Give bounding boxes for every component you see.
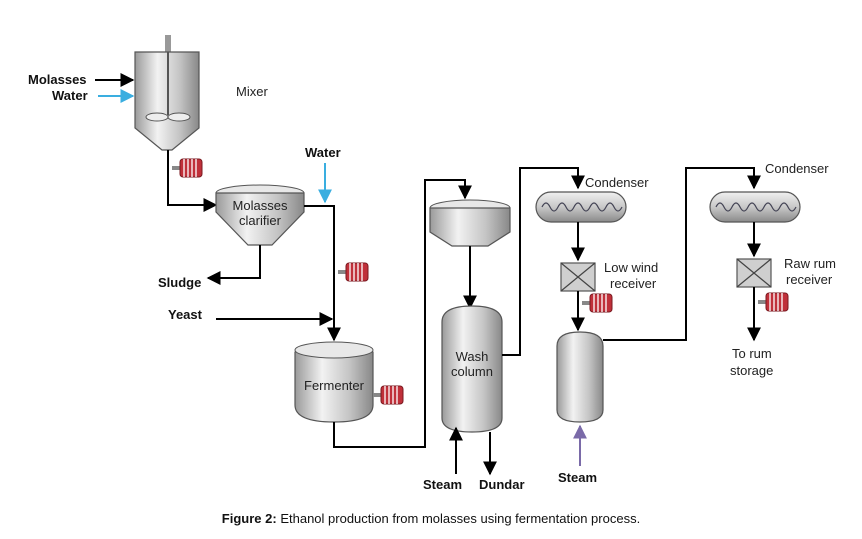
sludge-label: Sludge xyxy=(158,275,201,290)
dundar-label: Dundar xyxy=(479,477,525,492)
raw-rum-receiver-icon xyxy=(736,258,772,288)
water-top-label: Water xyxy=(305,145,341,160)
low-wind-receiver-icon xyxy=(560,262,596,292)
fermenter-pump-icon xyxy=(372,385,404,405)
wash-column-label-line2: column xyxy=(451,364,493,379)
steam-left-label: Steam xyxy=(423,477,462,492)
caption-text: Ethanol production from molasses using f… xyxy=(280,511,641,526)
raw-rum-label-line1: Raw rum xyxy=(784,256,836,271)
clarifier-label-line1: Molasses xyxy=(233,198,288,213)
condenser2-label: Condenser xyxy=(765,161,829,176)
fermenter-vessel xyxy=(294,341,374,423)
low-wind-pump-icon xyxy=(581,293,613,313)
rum-storage-label-line2: storage xyxy=(730,363,773,378)
caption-prefix: Figure 2: xyxy=(221,511,277,526)
column2-to-condenser2-line xyxy=(603,167,761,341)
molasses-input-label: Molasses xyxy=(28,72,87,87)
figure-caption: Figure 2: Ethanol production from molass… xyxy=(0,511,862,526)
mixer-label: Mixer xyxy=(236,84,268,99)
fermenter-to-wash-feed-line xyxy=(333,179,472,448)
mixer-vessel xyxy=(134,35,200,151)
raw-rum-pump-icon xyxy=(757,292,789,312)
wash-to-condenser1-line xyxy=(502,167,585,356)
rum-storage-label-line1: To rum xyxy=(732,346,772,361)
mixer-to-clarifier-line xyxy=(167,150,218,212)
clarifier-label-line2: clarifier xyxy=(239,213,282,228)
wash-feed-tank xyxy=(429,199,511,247)
clarifier-pump-icon xyxy=(337,262,369,282)
molasses-clarifier-vessel xyxy=(215,184,305,246)
wash-column-label-line1: Wash xyxy=(456,349,489,364)
water-input-label: Water xyxy=(52,88,88,103)
clarifier-to-sludge-line xyxy=(206,245,261,285)
steam-right-label: Steam xyxy=(558,470,597,485)
low-wind-label-line2: receiver xyxy=(610,276,657,291)
condenser1-label: Condenser xyxy=(585,175,649,190)
yeast-label: Yeast xyxy=(168,307,203,322)
mixer-pump-icon xyxy=(171,158,203,178)
clarifier-to-fermenter-line xyxy=(304,205,341,342)
low-wind-label-line1: Low wind xyxy=(604,260,658,275)
fermenter-label: Fermenter xyxy=(304,378,365,393)
condenser1-icon xyxy=(535,191,627,223)
condenser2-icon xyxy=(709,191,801,223)
raw-rum-label-line2: receiver xyxy=(786,272,833,287)
rum-column-vessel xyxy=(556,331,604,423)
